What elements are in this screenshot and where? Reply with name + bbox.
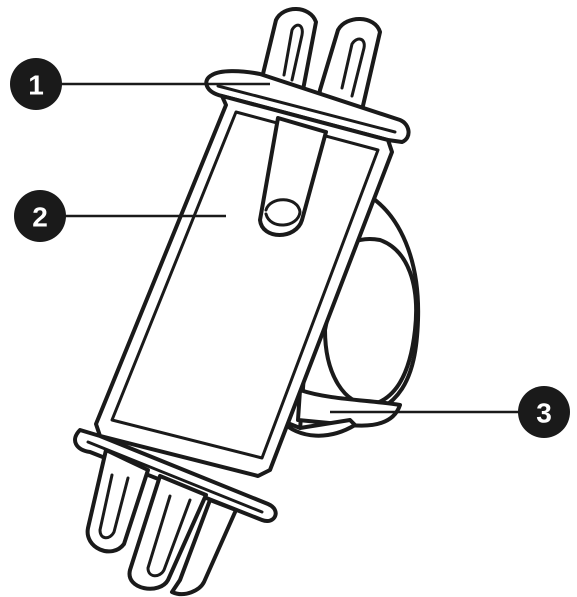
callout-1: 1	[10, 58, 62, 110]
callout-3-label: 3	[536, 398, 552, 429]
callout-2: 2	[14, 190, 66, 242]
top-strap	[204, 7, 411, 144]
callout-3: 3	[518, 386, 570, 438]
holder-body	[94, 94, 394, 478]
bottom-strap	[73, 428, 278, 597]
handlebar-mount	[278, 193, 421, 438]
callout-2-label: 2	[32, 202, 48, 233]
callout-1-label: 1	[28, 70, 44, 101]
